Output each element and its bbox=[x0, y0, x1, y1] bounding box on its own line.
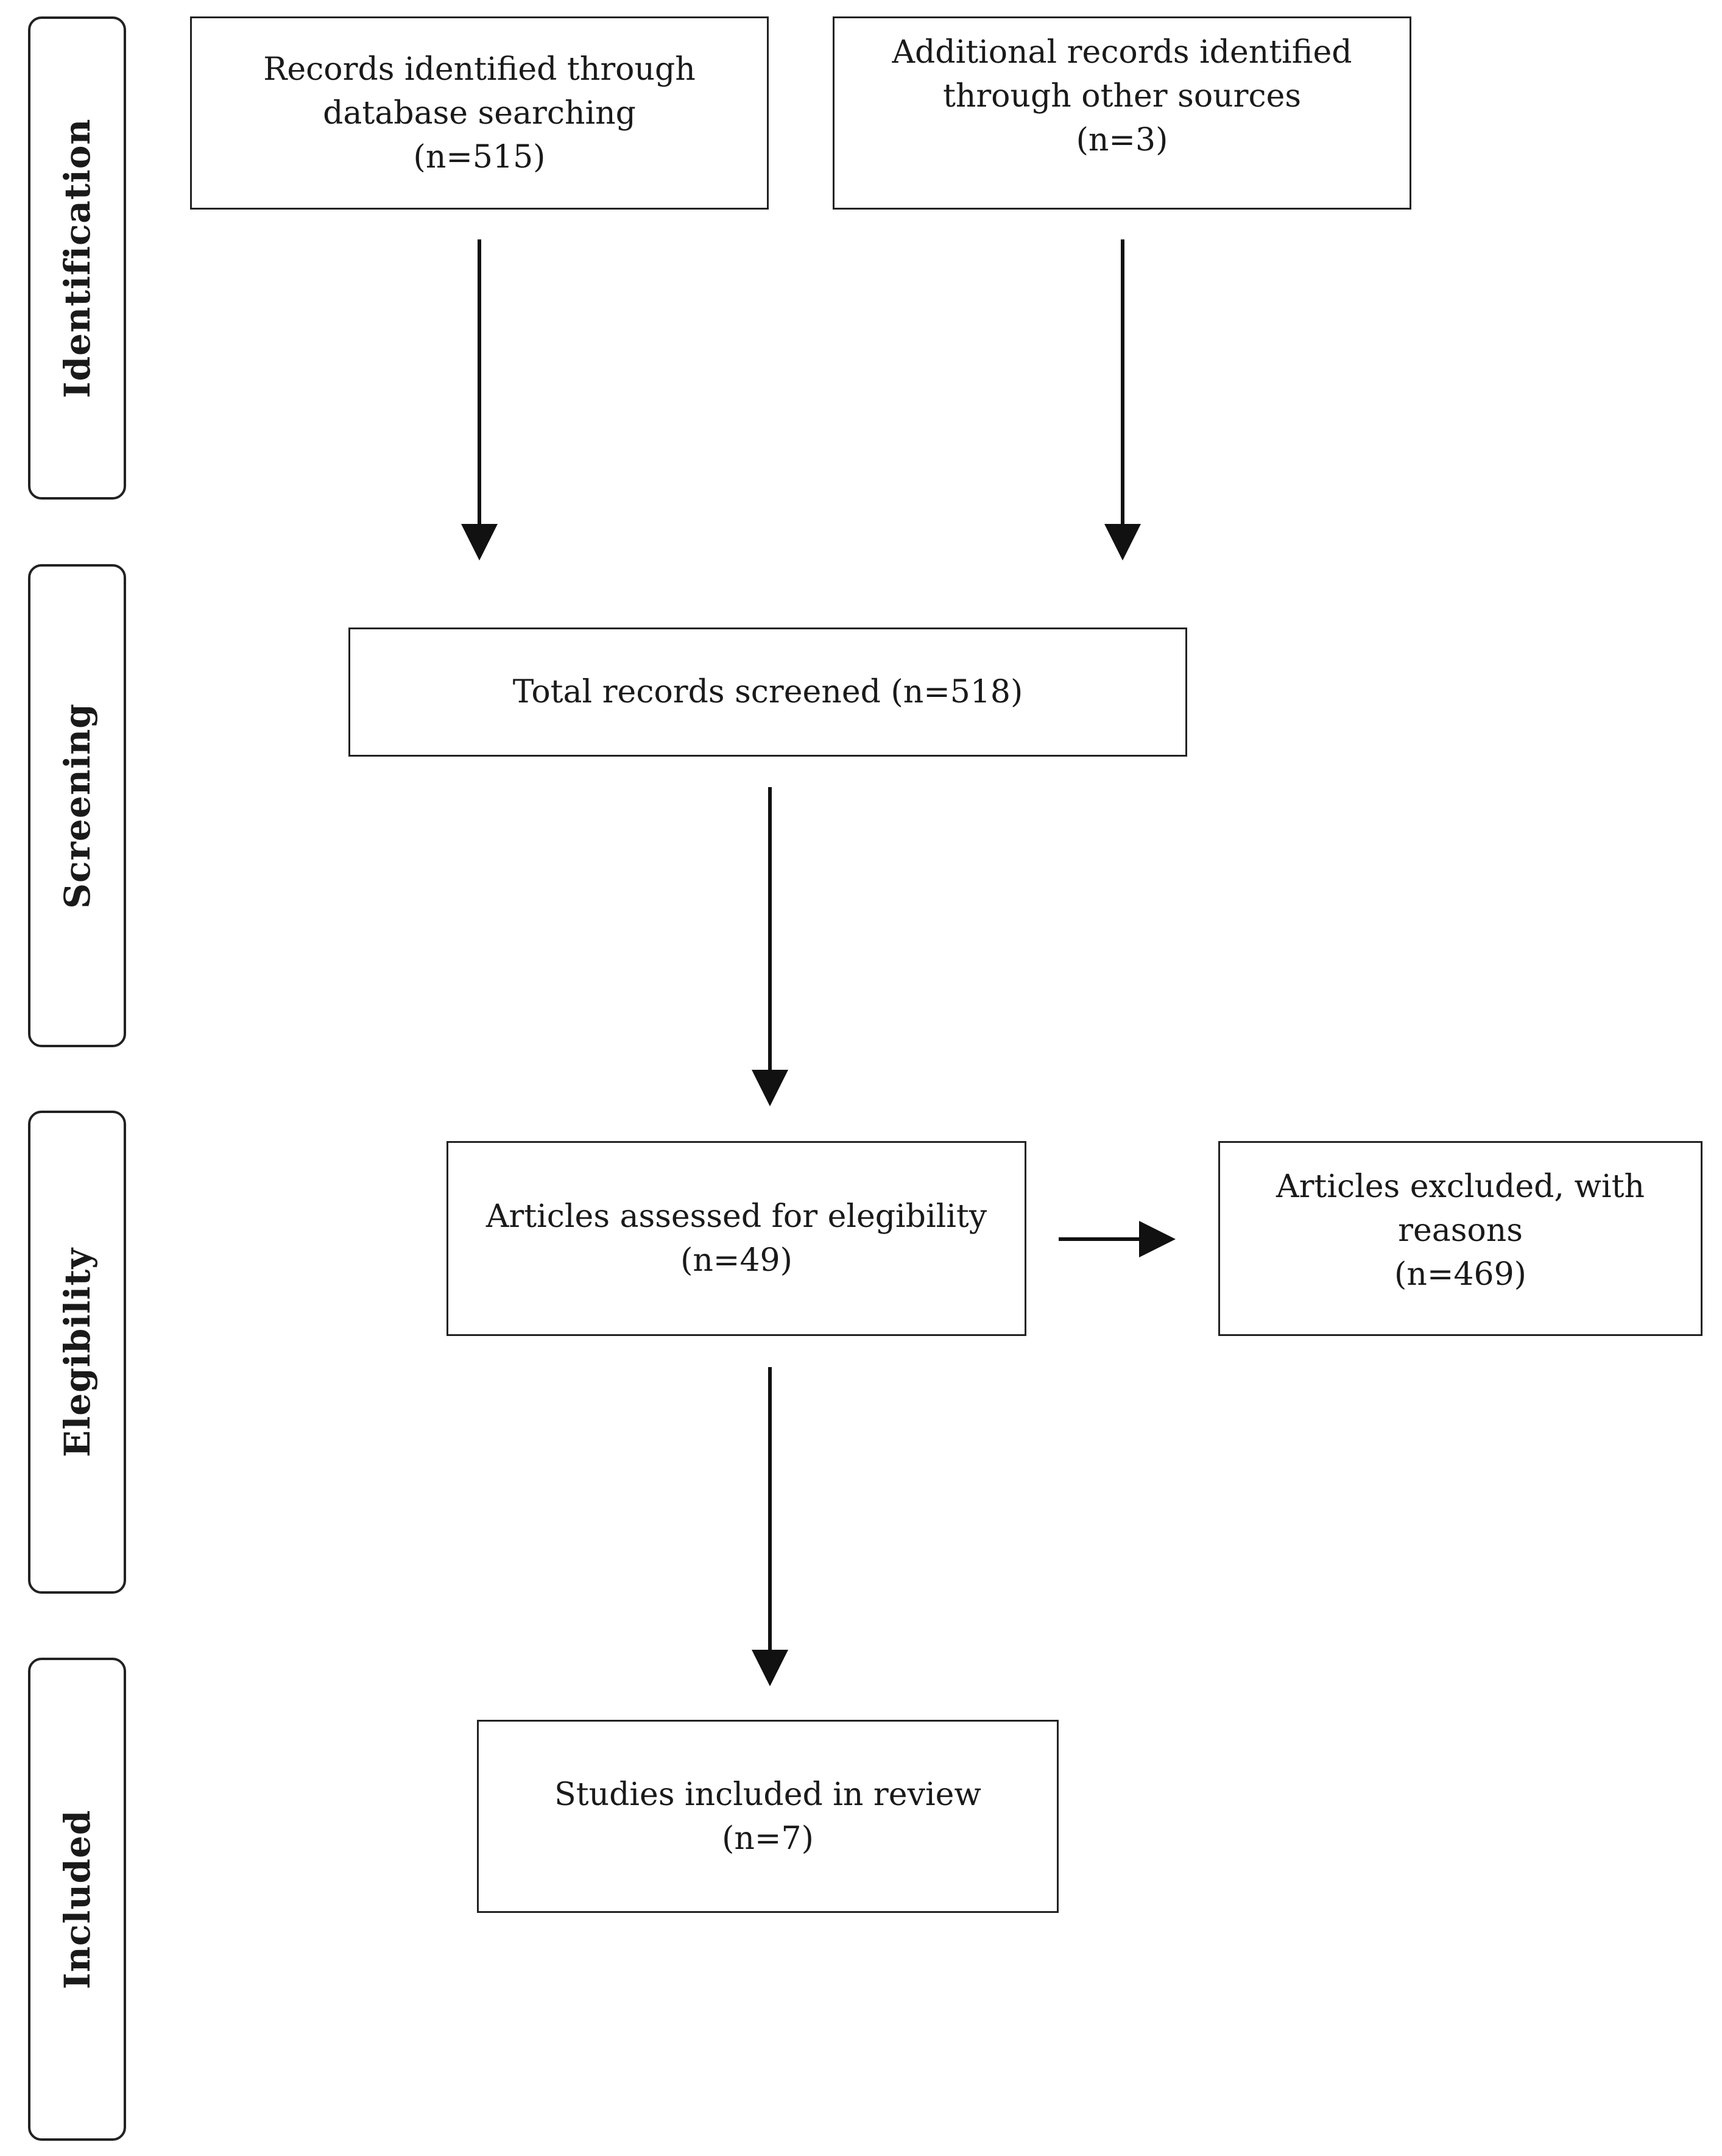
box-excluded-line-3: (n=469) bbox=[1394, 1256, 1526, 1293]
box-included-line-2: (n=7) bbox=[722, 1820, 814, 1857]
box-database-search: Records identified through database sear… bbox=[190, 16, 769, 210]
box-eligibility-line-2: (n=49) bbox=[680, 1242, 792, 1279]
stage-included: Included bbox=[28, 1658, 126, 2141]
box-database-search-line-1: Records identified through bbox=[263, 51, 696, 88]
box-screened: Total records screened (n=518) bbox=[348, 627, 1187, 757]
box-eligibility-line-1: Articles assessed for elegibility bbox=[485, 1198, 987, 1235]
box-other-sources: Additional records identified through ot… bbox=[833, 16, 1411, 210]
box-included: Studies included in review (n=7) bbox=[477, 1720, 1059, 1913]
stage-identification: Identification bbox=[28, 16, 126, 500]
box-screened-line-1: Total records screened (n=518) bbox=[512, 674, 1023, 710]
box-database-search-line-3: (n=515) bbox=[413, 138, 546, 175]
box-excluded-line-1: Articles excluded, with bbox=[1276, 1168, 1645, 1205]
box-other-sources-line-2: through other sources bbox=[942, 78, 1302, 115]
box-other-sources-line-1: Additional records identified bbox=[892, 34, 1352, 71]
box-database-search-line-2: database searching bbox=[323, 94, 636, 132]
box-other-sources-line-3: (n=3) bbox=[1076, 122, 1168, 158]
box-included-line-1: Studies included in review bbox=[554, 1776, 981, 1813]
stage-screening: Screening bbox=[28, 564, 126, 1047]
box-excluded: Articles excluded, with reasons (n=469) bbox=[1218, 1141, 1703, 1336]
box-eligibility: Articles assessed for elegibility (n=49) bbox=[446, 1141, 1026, 1336]
stage-eligibility: Elegibility bbox=[28, 1111, 126, 1594]
box-excluded-line-2: reasons bbox=[1398, 1212, 1523, 1249]
